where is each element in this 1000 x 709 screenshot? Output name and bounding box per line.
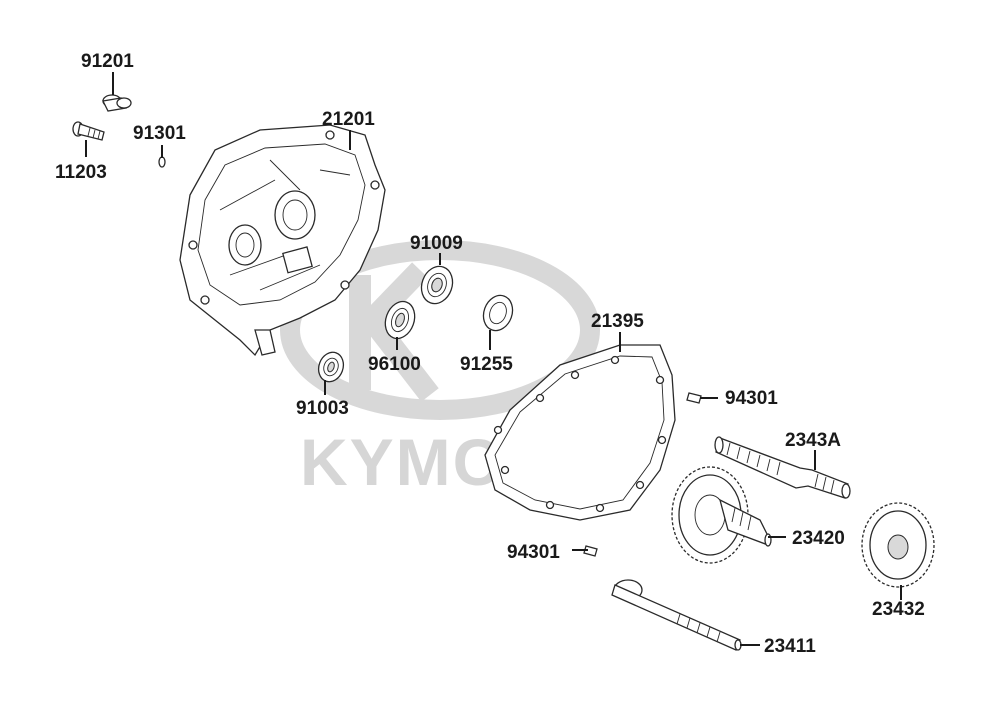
gear-23432-drawing (861, 502, 935, 588)
part-number-96100: 96100 (368, 354, 421, 375)
transmission-case-21201-drawing (179, 124, 386, 357)
part-number-23411: 23411 (764, 636, 816, 657)
leader-lines (85, 72, 902, 646)
gasket-21395-drawing (484, 344, 676, 521)
oring-91301-drawing (158, 156, 166, 168)
oil-seal-91255-drawing (482, 294, 514, 332)
shaft-23411-drawing (611, 579, 742, 651)
part-number-21395: 21395 (591, 311, 644, 332)
part-number-11203: 11203 (55, 162, 107, 183)
gear-23420-drawing (671, 466, 772, 564)
part-number-91201: 91201 (81, 51, 134, 72)
part-number-94301-upper: 94301 (725, 388, 778, 409)
shaft-2343A-drawing (714, 436, 851, 499)
bearing-96100-drawing (384, 300, 416, 340)
bearing-91009-drawing (420, 265, 454, 305)
part-number-23432: 23432 (872, 599, 925, 620)
part-number-2343A: 2343A (785, 430, 841, 451)
part-number-94301-lower: 94301 (507, 542, 560, 563)
part-number-91009: 91009 (410, 233, 463, 254)
bearing-91003-drawing (317, 351, 345, 383)
bolt-11203-drawing (72, 121, 105, 141)
dowel-pin-94301-upper-drawing (686, 392, 702, 404)
part-number-23420: 23420 (792, 528, 845, 549)
bush-91201-drawing (102, 94, 132, 112)
part-number-91255: 91255 (460, 354, 513, 375)
part-number-labels: 91201 91301 11203 21201 91009 96100 9125… (55, 51, 925, 657)
part-number-91003: 91003 (296, 398, 349, 419)
part-number-21201: 21201 (322, 109, 375, 130)
part-number-91301: 91301 (133, 123, 186, 144)
